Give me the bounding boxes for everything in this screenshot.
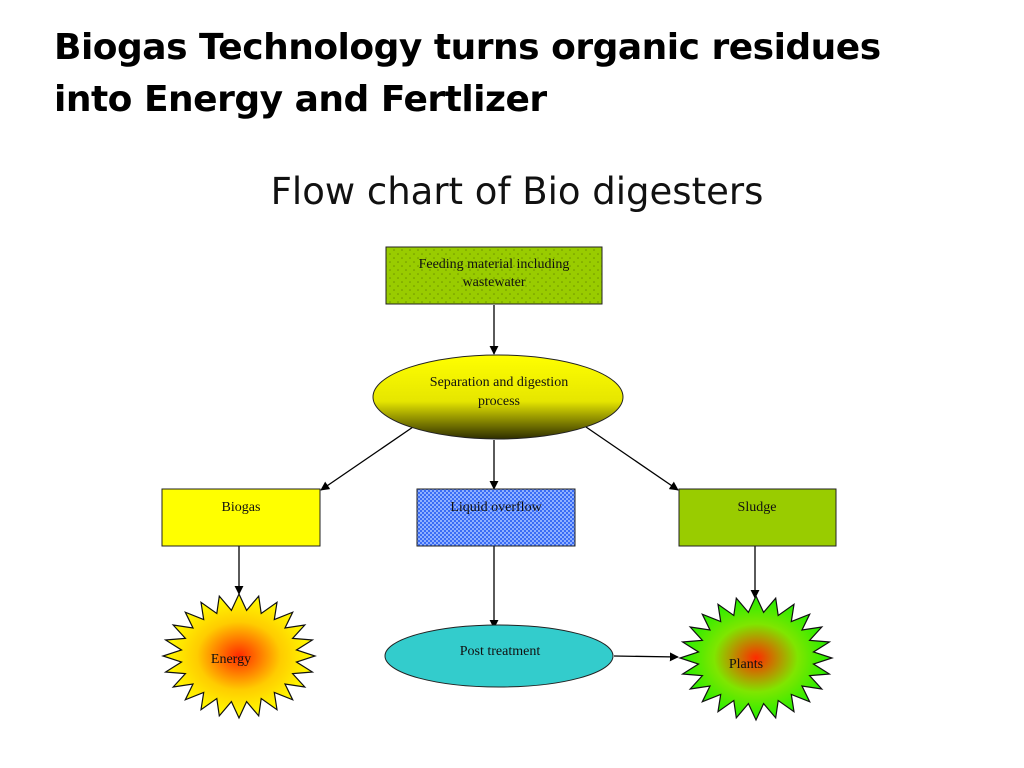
node-post-label: Post treatment bbox=[460, 644, 541, 659]
edge-separation-to-biogas bbox=[320, 426, 414, 491]
node-energy-label: Energy bbox=[211, 652, 251, 667]
node-sludge-label: Sludge bbox=[738, 500, 777, 515]
edge-separation-to-sludge bbox=[585, 426, 679, 491]
node-plants-label: Plants bbox=[729, 657, 763, 672]
node-separation-process: Separation and digestion process bbox=[372, 354, 624, 440]
node-separation-label-2: process bbox=[478, 394, 520, 409]
slide-title-line-1: Biogas Technology turns organic residues bbox=[54, 27, 881, 68]
node-separation-label-1: Separation and digestion bbox=[430, 375, 568, 390]
node-biogas: Biogas bbox=[161, 488, 321, 547]
node-energy: Energy bbox=[161, 592, 317, 720]
node-feeding-label-2: wastewater bbox=[463, 275, 526, 290]
slide-title-line-2: into Energy and Fertlizer bbox=[54, 79, 547, 120]
node-plants: Plants bbox=[678, 594, 834, 722]
edges bbox=[234, 305, 760, 662]
plants-starburst-icon bbox=[678, 594, 834, 722]
energy-starburst-icon bbox=[161, 592, 317, 720]
node-feeding-material: Feeding material including wastewater bbox=[385, 246, 603, 305]
node-biogas-label: Biogas bbox=[222, 500, 261, 515]
node-post-treatment: Post treatment bbox=[384, 624, 614, 688]
node-sludge: Sludge bbox=[678, 488, 837, 547]
node-liquid-label: Liquid overflow bbox=[450, 500, 542, 515]
edge-post-to-plants bbox=[613, 652, 679, 662]
slide-title: Biogas Technology turns organic residues… bbox=[54, 22, 994, 126]
slide-subtitle: Flow chart of Bio digesters bbox=[270, 170, 764, 213]
node-feeding-label-1: Feeding material including bbox=[419, 257, 570, 272]
node-liquid-overflow: Liquid overflow bbox=[416, 488, 576, 547]
